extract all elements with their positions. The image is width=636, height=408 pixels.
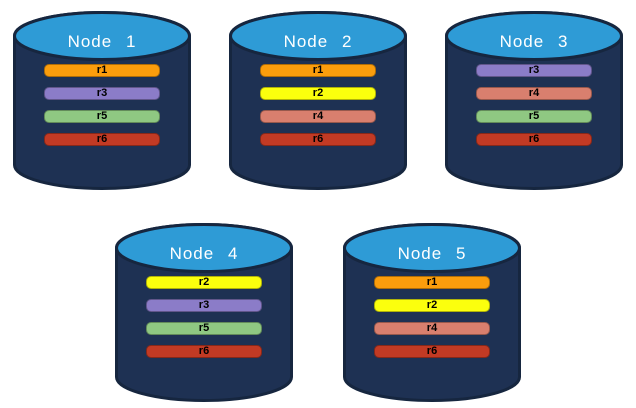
replica-bar-list: r1 r3 r5 r6 bbox=[44, 64, 160, 156]
replica-bar-r4: r4 bbox=[374, 322, 490, 335]
replica-bar-r3: r3 bbox=[146, 299, 262, 312]
replica-bar-list: r1 r2 r4 r6 bbox=[374, 276, 490, 368]
replica-bar-r1: r1 bbox=[260, 64, 376, 77]
replica-bar-r4: r4 bbox=[260, 110, 376, 123]
replica-bar-r3: r3 bbox=[476, 64, 592, 77]
replica-bar-r3: r3 bbox=[44, 87, 160, 100]
replica-bar-r6: r6 bbox=[44, 133, 160, 146]
replica-bar-r1: r1 bbox=[374, 276, 490, 289]
replica-bar-list: r1 r2 r4 r6 bbox=[260, 64, 376, 156]
replica-bar-r5: r5 bbox=[146, 322, 262, 335]
replica-bar-r5: r5 bbox=[44, 110, 160, 123]
replica-bar-r6: r6 bbox=[146, 345, 262, 358]
replica-bar-r2: r2 bbox=[260, 87, 376, 100]
replica-bar-r4: r4 bbox=[476, 87, 592, 100]
replica-bar-r2: r2 bbox=[146, 276, 262, 289]
replica-bar-list: r3 r4 r5 r6 bbox=[476, 64, 592, 156]
replica-bar-r5: r5 bbox=[476, 110, 592, 123]
replica-bar-r6: r6 bbox=[260, 133, 376, 146]
replica-bar-r6: r6 bbox=[374, 345, 490, 358]
replica-bar-r6: r6 bbox=[476, 133, 592, 146]
replica-bar-r1: r1 bbox=[44, 64, 160, 77]
replica-bar-list: r2 r3 r5 r6 bbox=[146, 276, 262, 368]
replica-bar-r2: r2 bbox=[374, 299, 490, 312]
